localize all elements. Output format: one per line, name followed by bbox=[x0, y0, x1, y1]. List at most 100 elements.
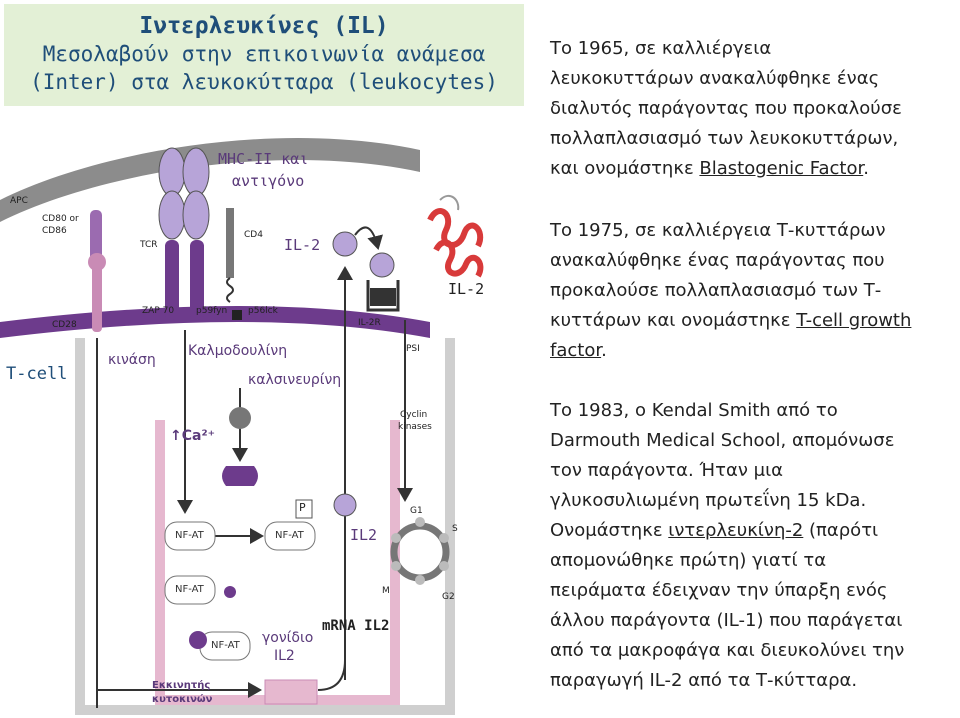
paragraph-1965: Το 1965, σε καλλιέργεια λευκοκυττάρων αν… bbox=[550, 34, 955, 184]
paragraph-1983: Το 1983, ο Kendal Smith από το Darmouth … bbox=[550, 396, 955, 696]
label-il2-top: IL-2 bbox=[284, 236, 321, 254]
label-zap70: ZAP 70 bbox=[142, 306, 175, 316]
title-box: Ιντερλευκίνες (IL) Μεσολαβούν στην επικο… bbox=[4, 4, 524, 106]
label-apc: APC bbox=[10, 196, 28, 206]
cd4-receptor bbox=[226, 208, 242, 320]
nfat-dot-2 bbox=[189, 631, 207, 649]
p2-line: προκαλούσε πολλαπλασιασμό των Τ- bbox=[550, 280, 882, 301]
p1-line: πολλαπλασιασμό των λευκοκυττάρων, bbox=[550, 128, 899, 149]
p2-line: ανακαλύφθηκε ένας παράγοντας που bbox=[550, 250, 885, 271]
label-cd4: CD4 bbox=[244, 230, 263, 240]
cd80-receptor bbox=[90, 210, 102, 265]
label-il2-protein: IL-2 bbox=[448, 280, 485, 298]
phosphate-box bbox=[295, 499, 313, 519]
label-g2: G2 bbox=[442, 592, 455, 602]
nfat-dot-1 bbox=[224, 586, 236, 598]
p1-line: διαλυτός παράγοντας που προκαλούσε bbox=[550, 98, 902, 119]
p3-line: Το 1983, ο Kendal Smith από το bbox=[550, 400, 838, 421]
nfat-shape-a bbox=[164, 521, 216, 551]
calcineurin-node bbox=[229, 407, 251, 429]
tcell-growth-term: T-cell growth bbox=[796, 310, 912, 331]
page-subtitle-line2: (Inter) στα λευκοκύτταρα (leukocytes) bbox=[30, 70, 498, 94]
label-mhc-2: αντιγόνο bbox=[232, 172, 305, 190]
label-secreting-2: κυτοκινών bbox=[152, 694, 213, 705]
gene-il2-box bbox=[264, 679, 318, 705]
label-phosphate: P bbox=[299, 501, 306, 514]
label-calmodulin: Καλμοδουλίνη bbox=[188, 343, 288, 359]
blastogenic-factor-term: Blastogenic Factor bbox=[699, 158, 864, 179]
label-psi: PSI bbox=[406, 344, 420, 354]
label-p56: p56lck bbox=[248, 306, 278, 316]
p2-suffix: . bbox=[601, 340, 607, 361]
ca-text: Ca²⁺ bbox=[181, 428, 215, 444]
p3-line: Ονομάστηκε ιντερλευκίνη-2 (παρότι bbox=[550, 516, 955, 546]
label-mrna: mRNA IL2 bbox=[322, 618, 390, 634]
label-il2-mid: IL2 bbox=[350, 526, 378, 544]
label-gene-2: IL2 bbox=[274, 648, 295, 664]
page-title: Ιντερλευκίνες (IL) bbox=[139, 13, 389, 39]
cell-cycle-ring bbox=[390, 517, 450, 585]
p2-prefix: κυττάρων και ονομάστηκε bbox=[550, 310, 797, 331]
tcell-cytoplasm bbox=[75, 338, 455, 715]
il2-receptor bbox=[366, 252, 400, 312]
p3-line: παραγωγή IL-2 από τα Τ-κύτταρα. bbox=[550, 670, 858, 691]
calcineurin-activated bbox=[222, 466, 258, 486]
tcr-receptor bbox=[165, 240, 204, 320]
label-g1: G1 bbox=[410, 506, 423, 516]
label-s: S bbox=[452, 524, 458, 534]
label-nfat-a: NF-AT bbox=[175, 530, 204, 541]
p3-line: γλυκοσυλιωμένη πρωτεΐνη 15 kDa. bbox=[550, 490, 867, 511]
p3-suffix: (παρότι bbox=[803, 520, 879, 541]
interleukin-2-term: ιντερλευκίνη-2 bbox=[668, 520, 804, 541]
cd28-receptor bbox=[92, 262, 102, 332]
label-secreting-1: Εκκινητής bbox=[152, 680, 211, 691]
label-cd28: CD28 bbox=[52, 320, 77, 330]
p3-line: Darmouth Medical School, απομόνωσε bbox=[550, 430, 895, 451]
apc-membrane bbox=[0, 138, 420, 222]
label-mhc-1: MHC-II και bbox=[218, 150, 309, 168]
page-subtitle-line1: Μεσολαβούν στην επικοινωνία ανάμεσα bbox=[42, 42, 486, 66]
cd28-head bbox=[88, 253, 106, 271]
label-ca: ↑Ca²⁺ bbox=[170, 428, 215, 444]
label-nfat-d: NF-AT bbox=[211, 640, 240, 651]
p1-line: και ονομάστηκε Blastogenic Factor. bbox=[550, 154, 955, 184]
label-il2r: IL-2R bbox=[358, 318, 381, 328]
label-cd80: CD80 or bbox=[42, 214, 79, 224]
label-kinase: κινάση bbox=[108, 352, 156, 368]
tcell-signaling-diagram bbox=[0, 138, 484, 715]
label-m: M bbox=[382, 586, 390, 596]
arrow-il2-loop bbox=[354, 226, 383, 250]
factor-term: factor bbox=[550, 340, 602, 361]
nfat-shape-b bbox=[264, 521, 316, 551]
label-tcr: TCR bbox=[140, 240, 158, 250]
p2-line: Το 1975, σε καλλιέργεια Τ-κυττάρων bbox=[550, 220, 886, 241]
paragraph-1975: Το 1975, σε καλλιέργεια Τ-κυττάρων ανακα… bbox=[550, 216, 955, 366]
p1-prefix: και ονομάστηκε bbox=[550, 158, 700, 179]
ca-up-arrow-icon: ↑ bbox=[170, 428, 182, 444]
il2-protein-structure bbox=[427, 194, 484, 278]
nfat-shape-c bbox=[164, 575, 216, 605]
label-nfat-c: NF-AT bbox=[175, 584, 204, 595]
arrow-mrna-curve bbox=[317, 659, 346, 691]
label-cyclin-2: kinases bbox=[398, 422, 432, 432]
label-gene-1: γονίδιο bbox=[262, 630, 314, 646]
label-calcineurin: καλσινευρίνη bbox=[248, 372, 342, 388]
label-p59: p59fyn bbox=[196, 306, 228, 316]
p3-prefix: Ονομάστηκε bbox=[550, 520, 669, 541]
label-cd86: CD86 bbox=[42, 226, 67, 236]
il2-ligand-top bbox=[332, 231, 358, 257]
label-nfat-b: NF-AT bbox=[275, 530, 304, 541]
p1-suffix: . bbox=[863, 158, 869, 179]
p3-line: απομονώθηκε πρώτη) γιατί τα bbox=[550, 550, 827, 571]
p1-line: Το 1965, σε καλλιέργεια bbox=[550, 38, 772, 59]
p1-line: λευκοκυττάρων ανακαλύφθηκε ένας bbox=[550, 68, 880, 89]
p2-line: κυττάρων και ονομάστηκε T-cell growth bbox=[550, 306, 955, 336]
il2-cytoplasm bbox=[333, 493, 357, 517]
p2-line: factor. bbox=[550, 336, 955, 366]
p3-line: τον παράγοντα. Ήταν μια bbox=[550, 460, 784, 481]
tcell-membrane bbox=[0, 306, 430, 338]
label-tcell: T-cell bbox=[6, 364, 68, 384]
p3-line: πειράματα έδειχναν την ύπαρξη ενός bbox=[550, 580, 888, 601]
mhc-ii-complex bbox=[158, 147, 210, 240]
label-cyclin-1: Cyclin bbox=[400, 410, 428, 420]
